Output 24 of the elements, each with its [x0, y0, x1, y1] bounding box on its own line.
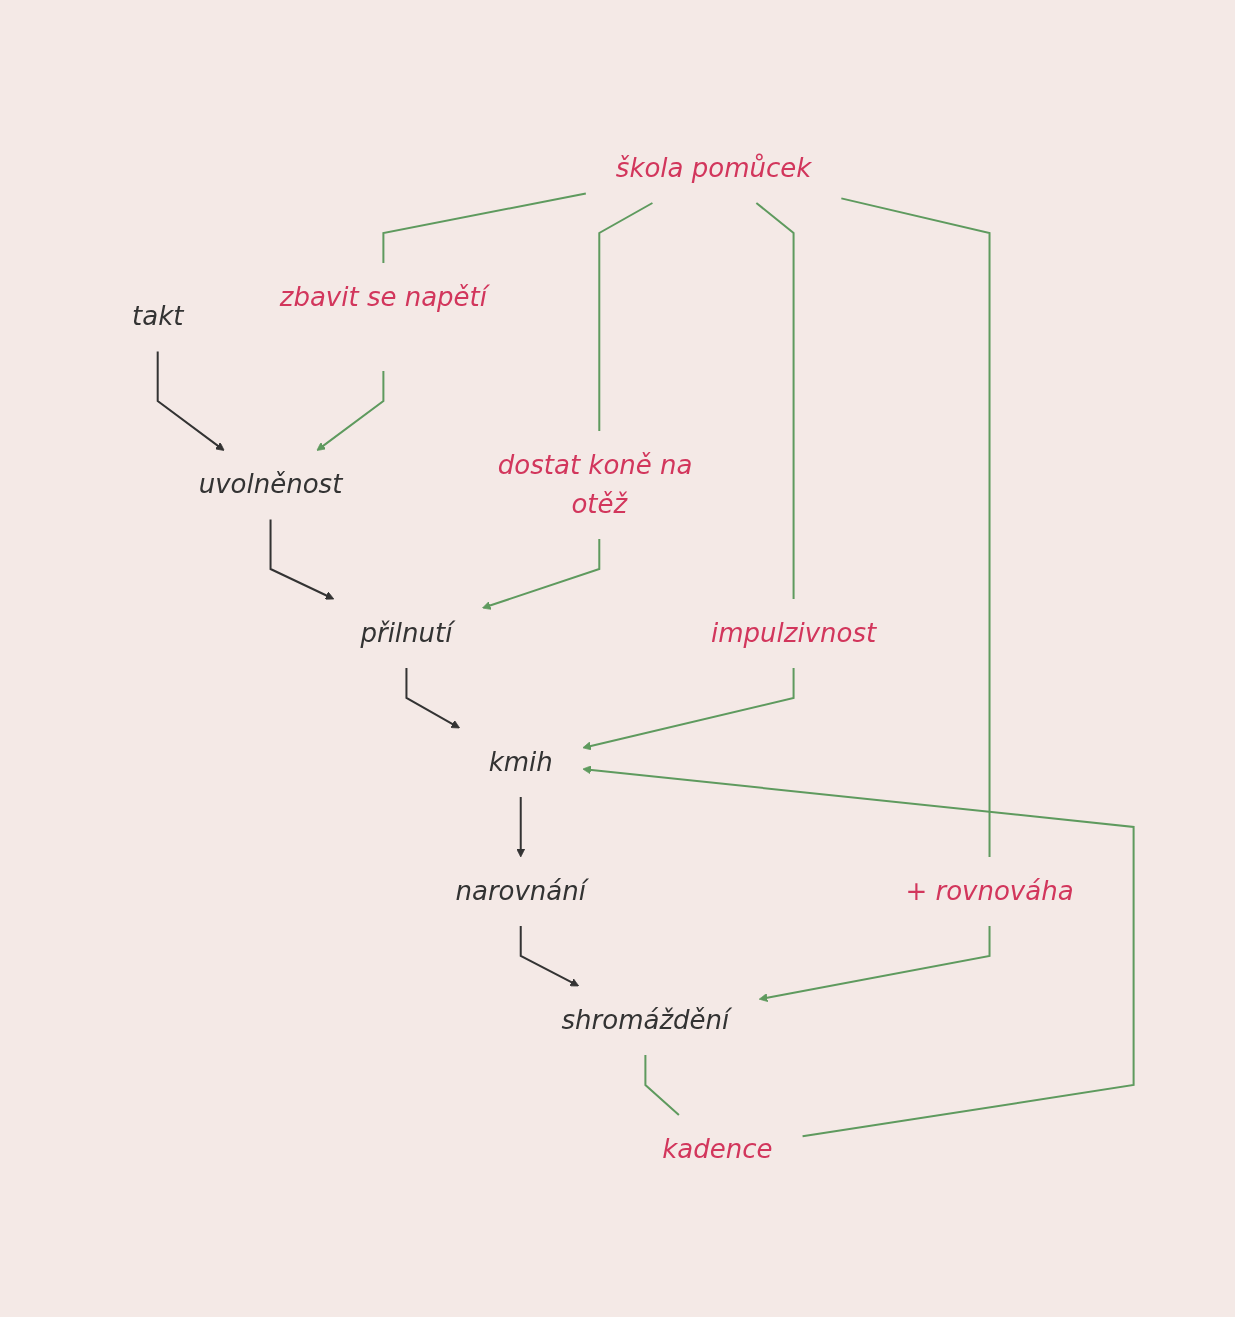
node-text: dostat koně na otěž — [497, 449, 693, 519]
node-text: uvolněnost — [198, 468, 343, 499]
node-text: + rovnováha — [905, 875, 1074, 906]
node-text: kmih — [488, 746, 553, 777]
node-text: kadence — [661, 1133, 773, 1164]
arrow — [405, 666, 460, 728]
arrow — [582, 765, 1135, 1137]
node-text: impulzivnost — [710, 617, 876, 648]
connector — [382, 191, 587, 264]
arrow — [582, 666, 795, 750]
node-text: přilnutí — [360, 617, 453, 648]
arrow — [269, 518, 334, 600]
arrow — [316, 369, 385, 451]
connector — [840, 196, 991, 858]
arrow — [156, 350, 225, 451]
connector — [644, 1053, 680, 1116]
node-text: takt — [131, 301, 184, 331]
arrow — [758, 924, 991, 1002]
arrow — [519, 924, 579, 986]
arrow — [516, 795, 525, 857]
arrow — [481, 537, 600, 610]
connector — [598, 201, 654, 432]
connector — [755, 201, 795, 600]
node-text: škola pomůcek — [615, 152, 812, 183]
